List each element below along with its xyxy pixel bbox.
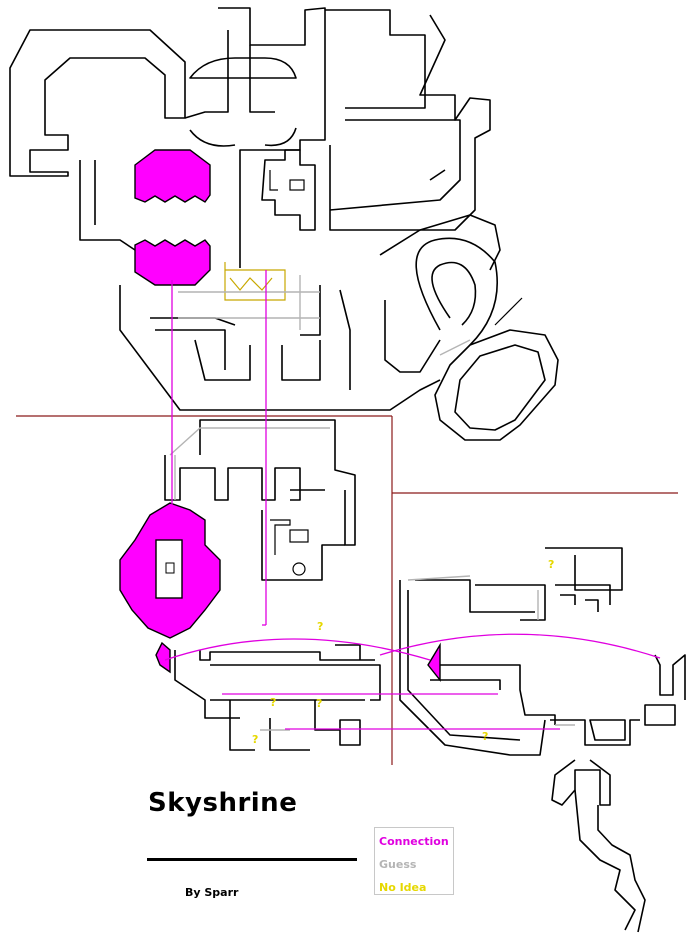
legend-guess: Guess: [379, 858, 417, 871]
shrine-room: [119, 502, 221, 639]
upper-level-walls: [9, 7, 559, 441]
pink-room-upper-b: [134, 239, 211, 286]
pink-connectors: [155, 641, 441, 682]
legend: Connection Guess No Idea: [374, 827, 454, 895]
map-title: Skyshrine: [148, 788, 298, 818]
pink-wedge-left: [155, 641, 171, 674]
pink-room-upper-a: [134, 149, 211, 203]
unknown-markers: ? ? ? ? ? ?: [252, 558, 554, 746]
upper-pink-rooms: [134, 149, 211, 286]
unknown-marker: ?: [317, 620, 323, 633]
legend-no-idea: No Idea: [379, 881, 427, 894]
unknown-marker: ?: [270, 696, 276, 709]
lower-level-walls: [164, 419, 686, 933]
unknown-marker: ?: [316, 697, 322, 710]
legend-connection: Connection: [379, 835, 449, 848]
pink-wedge-center: [427, 642, 441, 682]
unknown-marker: ?: [482, 730, 488, 743]
guess-passages-lower: [169, 427, 575, 731]
unknown-marker: ?: [252, 733, 258, 746]
zone-dividers: [16, 415, 678, 765]
guess-passages-upper: [178, 275, 320, 330]
author-byline: By Sparr: [185, 886, 239, 899]
connection-lines: [164, 270, 661, 730]
unknown-marker: ?: [548, 558, 554, 571]
title-underline: [147, 858, 357, 861]
no-idea-passages: [224, 262, 286, 301]
shrine-altar-center: [165, 562, 175, 574]
